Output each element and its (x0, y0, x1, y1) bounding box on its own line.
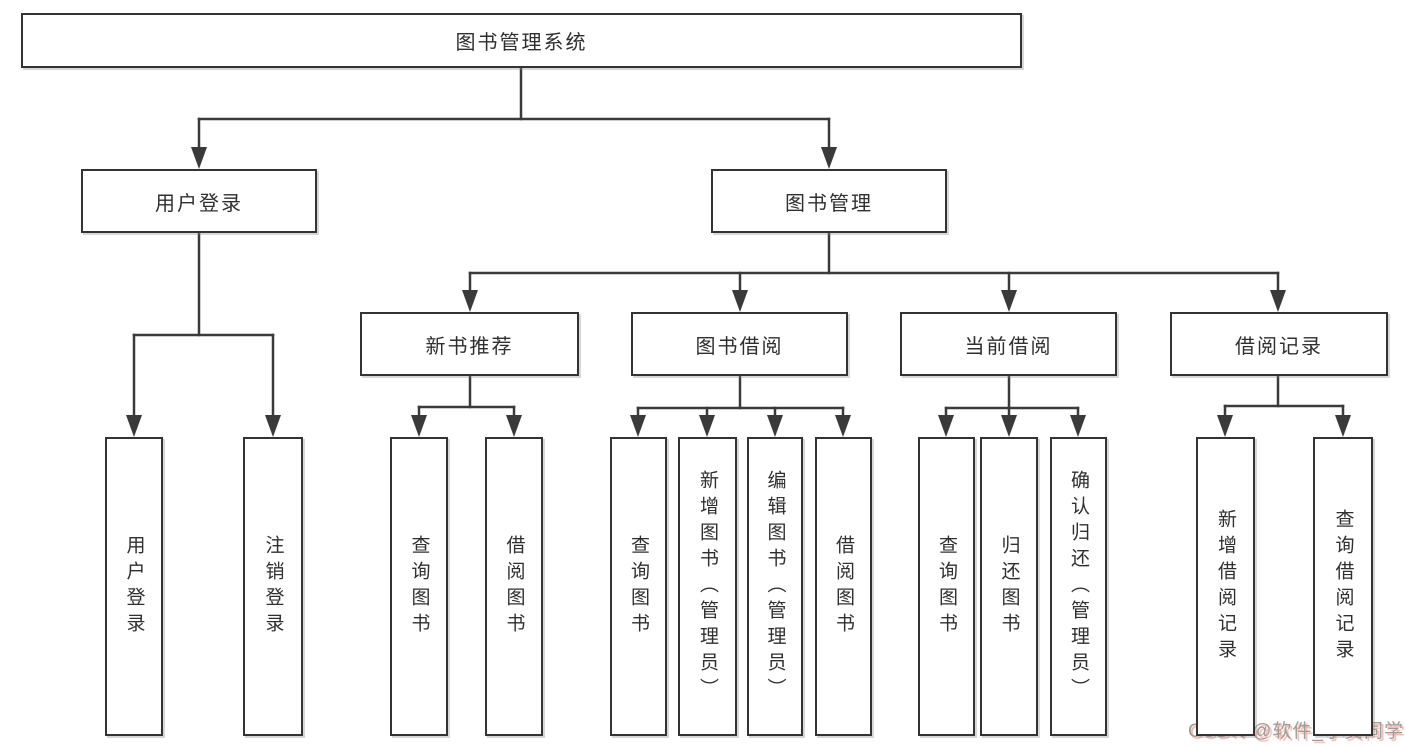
connector (411, 374, 522, 437)
node-new-book-recommend: 新书推荐 (360, 312, 579, 376)
node-query-book-3: 查询图书 (918, 437, 975, 736)
node-book-borrow: 图书借阅 (631, 312, 848, 376)
node-add-borrow-record: 新增借阅记录 (1196, 437, 1255, 736)
connector (1217, 374, 1351, 437)
arrowhead-icon (835, 415, 851, 437)
node-edit-book: 编辑图书（管理员） (747, 437, 803, 736)
arrowhead-icon (1070, 415, 1086, 437)
node-book-mgmt: 图书管理 (711, 169, 947, 233)
node-confirm-return: 确认归还（管理员） (1050, 437, 1107, 736)
arrowhead-icon (938, 415, 954, 437)
connector (191, 66, 837, 169)
node-add-book: 新增图书（管理员） (678, 437, 737, 736)
arrowhead-icon (630, 415, 646, 437)
node-root: 图书管理系统 (21, 13, 1022, 68)
arrowhead-icon (265, 415, 281, 437)
arrowhead-icon (767, 415, 783, 437)
arrowhead-icon (506, 415, 522, 437)
node-logout-leaf: 注销登录 (243, 437, 303, 736)
arrowhead-icon (1001, 415, 1017, 437)
connector (126, 231, 281, 437)
connector (938, 374, 1086, 437)
node-return-book: 归还图书 (980, 437, 1038, 736)
connector (630, 374, 851, 437)
node-query-borrow-record: 查询借阅记录 (1313, 437, 1373, 736)
arrowhead-icon (1270, 290, 1286, 312)
arrowhead-icon (1217, 415, 1233, 437)
arrowhead-icon (1001, 290, 1017, 312)
arrowhead-icon (732, 290, 748, 312)
arrowhead-icon (411, 415, 427, 437)
arrowhead-icon (462, 290, 478, 312)
node-borrow-record: 借阅记录 (1170, 312, 1388, 376)
arrowhead-icon (699, 415, 715, 437)
arrowhead-icon (1335, 415, 1351, 437)
node-query-book-1: 查询图书 (390, 437, 448, 736)
node-borrow-book-2: 借阅图书 (815, 437, 872, 736)
node-user-login-leaf: 用户登录 (105, 437, 163, 736)
node-borrow-book-1: 借阅图书 (485, 437, 543, 736)
arrowhead-icon (126, 415, 142, 437)
arrowhead-icon (191, 147, 207, 169)
node-user-login: 用户登录 (81, 169, 317, 233)
connector (462, 231, 1286, 312)
arrowhead-icon (821, 147, 837, 169)
node-query-book-2: 查询图书 (610, 437, 667, 736)
node-current-borrow: 当前借阅 (900, 312, 1117, 376)
